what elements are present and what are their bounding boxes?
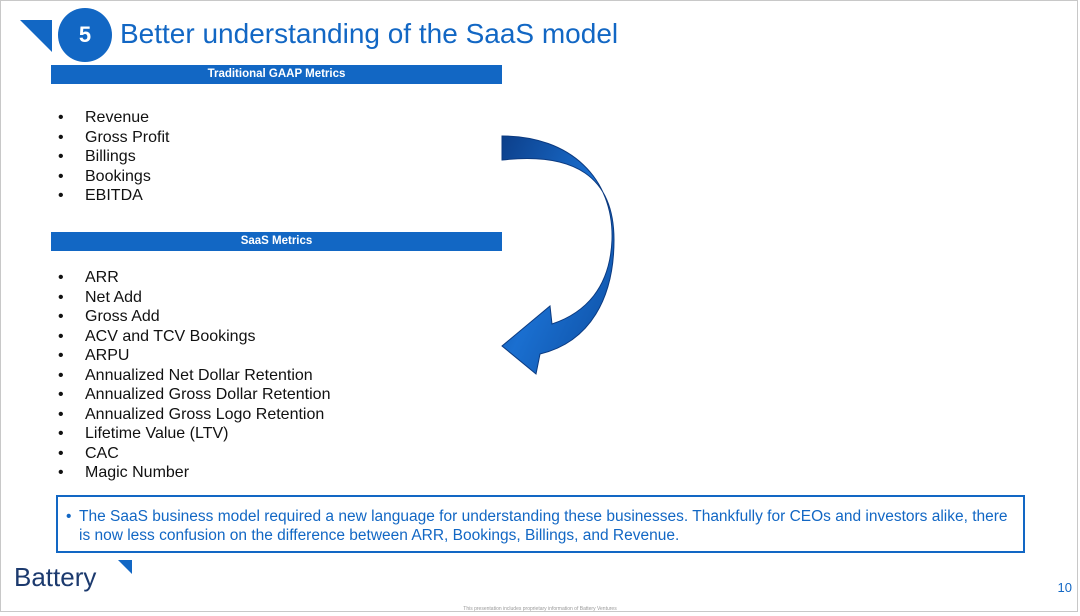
list-item: Lifetime Value (LTV) [54, 424, 330, 444]
footer-note: This presentation includes proprietary i… [463, 606, 617, 612]
list-item: Revenue [54, 108, 169, 128]
list-item: ACV and TCV Bookings [54, 327, 330, 347]
list-item: Gross Add [54, 307, 330, 327]
corner-triangle-icon [20, 20, 52, 52]
list-item: Annualized Gross Logo Retention [54, 405, 330, 425]
list-item: Magic Number [54, 463, 330, 483]
saas-metrics-list: ARR Net Add Gross Add ACV and TCV Bookin… [54, 268, 330, 483]
curved-arrow-icon [501, 135, 615, 375]
callout-bullet: • [66, 508, 72, 525]
list-item: Billings [54, 147, 169, 167]
logo-triangle-icon [118, 560, 132, 574]
slide-number-badge: 5 [58, 8, 112, 62]
list-item: ARPU [54, 346, 330, 366]
slide-title: Better understanding of the SaaS model [120, 18, 619, 49]
list-item: Gross Profit [54, 128, 169, 148]
list-item: EBITDA [54, 186, 169, 206]
list-item: Annualized Gross Dollar Retention [54, 385, 330, 405]
logo-text: Battery [14, 562, 97, 592]
list-item: Bookings [54, 167, 169, 187]
callout-box: • The SaaS business model required a new… [56, 495, 1025, 553]
page-number: 10 [1057, 580, 1072, 595]
callout-text: The SaaS business model required a new l… [79, 508, 1008, 544]
list-item: Net Add [54, 288, 330, 308]
list-item: ARR [54, 268, 330, 288]
list-item: Annualized Net Dollar Retention [54, 366, 330, 386]
list-item: CAC [54, 444, 330, 464]
battery-logo: Battery [14, 560, 134, 596]
saas-section-header: SaaS Metrics [51, 232, 502, 251]
gaap-metrics-list: Revenue Gross Profit Billings Bookings E… [54, 108, 169, 206]
gaap-section-header: Traditional GAAP Metrics [51, 65, 502, 84]
